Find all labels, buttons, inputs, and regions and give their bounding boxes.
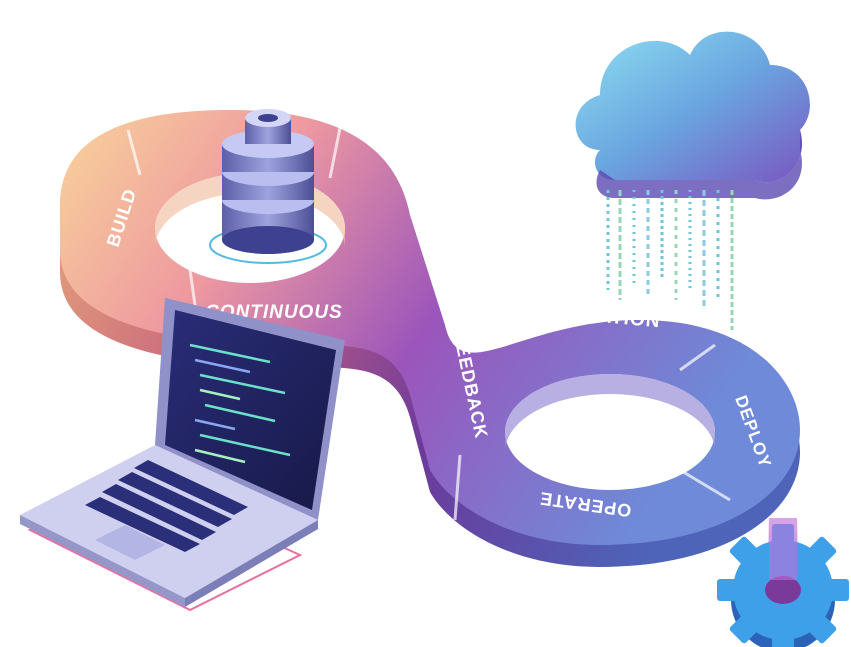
laptop-screen (165, 310, 336, 510)
segment-divider (679, 468, 731, 502)
code-lines (189, 343, 291, 464)
segment-divider (453, 454, 462, 521)
segment-divider (679, 343, 716, 372)
gear-icon (717, 515, 849, 647)
keyboard (85, 460, 248, 552)
database-icon (209, 109, 327, 264)
cloud-icon (575, 31, 810, 200)
right-hole-wall (505, 374, 715, 452)
right-hole (505, 374, 715, 490)
segment-divider (328, 127, 342, 179)
data-rain (606, 190, 734, 330)
trackpad (95, 525, 165, 560)
laptop-icon (20, 298, 345, 612)
segment-divider (126, 129, 142, 176)
